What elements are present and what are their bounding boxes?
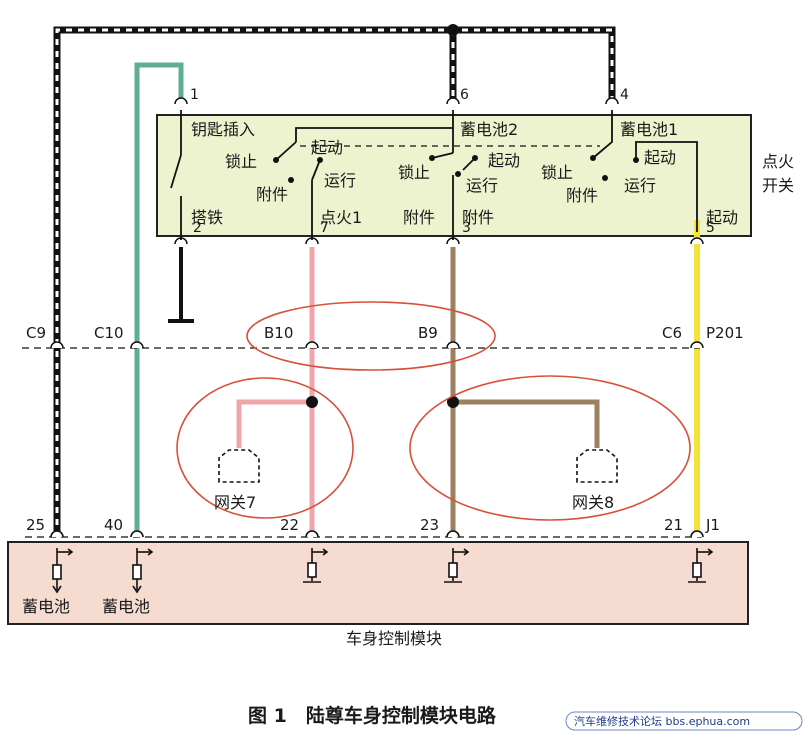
pin-1-label: 1 — [190, 87, 199, 103]
pink-wire-branch — [236, 399, 312, 448]
bcm-connector-j1: J1 — [705, 516, 720, 534]
switch-terminals — [174, 97, 704, 245]
switch3-accessory: 附件 — [566, 186, 598, 205]
battery-splice — [447, 24, 459, 36]
start-terminal-label: 起动 — [706, 208, 738, 227]
switch1-accessory: 附件 — [256, 185, 288, 204]
pin-4-label: 4 — [620, 87, 629, 103]
switch1-lock: 锁止 — [225, 152, 257, 171]
watermark-text: 汽车维修技术论坛 bbs.ephua.com — [574, 714, 750, 728]
switch3-run: 运行 — [624, 176, 656, 195]
bcm-terminals — [50, 530, 704, 538]
bcm-battery-left: 蓄电池 — [22, 597, 70, 616]
highlight-ellipses — [176, 301, 691, 521]
bcm-pin-25: 25 — [26, 516, 45, 534]
gateway-7-label: 网关7 — [214, 493, 256, 512]
switch-name-line2: 开关 — [762, 176, 794, 195]
connector-marks — [50, 341, 704, 349]
accessory-terminal-label: 附件 — [403, 208, 435, 227]
switch2-lock: 锁止 — [398, 163, 430, 182]
connector-c10: C10 — [94, 324, 124, 342]
switch2-start: 起动 — [488, 151, 520, 170]
switch2-accessory: 附件 — [462, 208, 494, 227]
bcm-pin-22: 22 — [280, 516, 299, 534]
gateway-7-symbol — [218, 449, 260, 483]
brown-splice — [447, 396, 459, 408]
pin-5-label: 5 — [706, 220, 715, 236]
connector-b10: B10 — [264, 324, 293, 342]
green-wire — [134, 62, 184, 537]
watermark-box — [565, 711, 803, 731]
switch3-lock: 锁止 — [541, 163, 573, 182]
switch1-start: 起动 — [311, 138, 343, 157]
switch3-start: 起动 — [644, 148, 676, 167]
connector-b9: B9 — [418, 324, 438, 342]
switch-name-line1: 点火 — [762, 152, 794, 171]
connector-p201: P201 — [706, 324, 744, 342]
bcm-pin-40: 40 — [104, 516, 123, 534]
bcm-title: 车身控制模块 — [346, 629, 442, 648]
gateway-8-symbol — [576, 449, 618, 483]
gateway-8-label: 网关8 — [572, 493, 614, 512]
switch-contacts — [273, 155, 639, 183]
battery-wires — [53, 26, 616, 537]
pin-3-label: 3 — [462, 220, 471, 236]
bcm-pin-23: 23 — [420, 516, 439, 534]
ground-label: 搭铁 — [191, 208, 223, 227]
bcm-pin-21: 21 — [664, 516, 683, 534]
switch1-run: 运行 — [324, 171, 356, 190]
switch2-run: 运行 — [466, 176, 498, 195]
key-inserted-label: 钥匙插入 — [191, 120, 255, 139]
ignition-switch-box — [156, 114, 752, 237]
pin-6-label: 6 — [460, 87, 469, 103]
connector-c6: C6 — [662, 324, 682, 342]
switch-internals — [170, 110, 698, 240]
body-control-module-box — [7, 541, 749, 625]
battery2-label: 蓄电池2 — [460, 120, 518, 139]
pin-2-label: 2 — [193, 220, 202, 236]
connector-c9: C9 — [26, 324, 46, 342]
bcm-battery-right: 蓄电池 — [102, 597, 150, 616]
pin-7-label: 7 — [320, 220, 329, 236]
ignition1-label: 点火1 — [320, 208, 362, 227]
pink-splice — [306, 396, 318, 408]
figure-caption: 图 1 陆尊车身控制模块电路 — [248, 704, 497, 727]
battery1-label: 蓄电池1 — [620, 120, 678, 139]
brown-wire-branch — [453, 399, 600, 448]
bcm-inputs — [52, 548, 714, 594]
